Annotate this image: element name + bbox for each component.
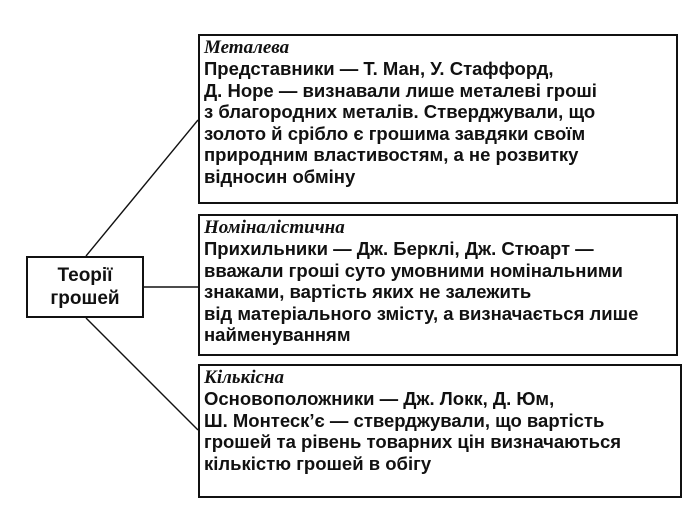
- branch-title: Кількісна: [204, 367, 284, 388]
- root-node-line-1: Теорії: [57, 265, 113, 286]
- branch-title: Металева: [204, 37, 290, 58]
- branch-text-line: від матеріального змісту, а визначається…: [204, 302, 639, 324]
- branch-text-line: Прихильники — Дж. Берклі, Дж. Стюарт —: [204, 238, 594, 259]
- branch-text-line: Д. Норе — визнавали лише металеві гроші: [204, 79, 597, 101]
- branch-text-line: золото й срібло є грошима завдяки своїм: [204, 122, 586, 144]
- branch-text-line: відносин обміну: [204, 165, 356, 187]
- branch-text-line: Основоположники — Дж. Локк, Д. Юм,: [204, 388, 555, 409]
- branch-text-line: знаками, вартість яких не залежить: [204, 281, 532, 302]
- branch-text-line: Представники — Т. Ман, У. Стаффорд,: [204, 58, 554, 79]
- branch-text-line: вважали гроші суто умовними номінальними: [204, 259, 623, 281]
- branch-text-line: Ш. Монтеск’є — стверджували, що вартість: [204, 409, 605, 431]
- root-node-theories-of-money: Теорії грошей: [26, 256, 144, 318]
- branch-text-line: грошей та рівень товарних цін визначають…: [204, 431, 622, 452]
- connector-root-to-quant: [85, 317, 199, 431]
- branch-text-line: найменуванням: [204, 324, 351, 345]
- branch-text-line: природним властивостям, а не розвитку: [204, 144, 579, 165]
- root-node-line-2: грошей: [50, 288, 120, 309]
- branch-text-line: з благородних металів. Стверджували, що: [204, 101, 596, 122]
- branch-node-metal-theory: Металева Представники — Т. Ман, У. Стафф…: [198, 34, 678, 204]
- branch-node-quantity-theory: Кількісна Основоположники — Дж. Локк, Д.…: [198, 364, 682, 498]
- connector-root-to-metal: [85, 119, 199, 257]
- branch-title: Номіналістична: [204, 217, 345, 238]
- branch-text-line: кількістю грошей в обігу: [204, 452, 432, 474]
- branch-node-nominalist-theory: Номіналістична Прихильники — Дж. Берклі,…: [198, 214, 678, 356]
